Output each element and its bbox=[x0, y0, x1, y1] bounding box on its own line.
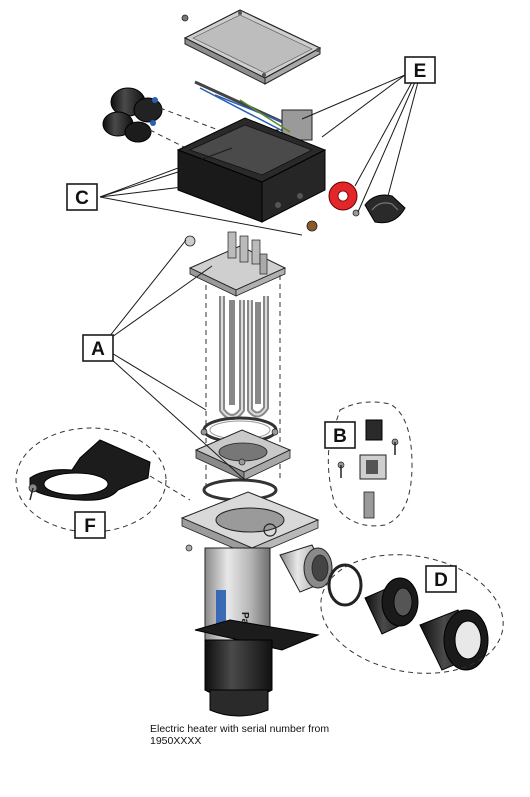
svg-text:F: F bbox=[84, 516, 96, 537]
callout-d: D bbox=[425, 565, 457, 593]
svg-text:A: A bbox=[91, 339, 105, 360]
svg-text:D: D bbox=[434, 570, 448, 591]
thermostat-knob bbox=[364, 194, 406, 224]
caption-line-1: Electric heater with serial number from bbox=[150, 723, 330, 735]
mounting-clamp bbox=[28, 439, 191, 501]
union-fittings bbox=[327, 563, 489, 671]
callout-e: E bbox=[404, 56, 436, 84]
heater-housing: Pahlen bbox=[180, 491, 333, 717]
svg-text:E: E bbox=[414, 61, 427, 82]
callout-b: B bbox=[324, 421, 356, 449]
group-d-outline bbox=[320, 554, 504, 674]
gasket-and-flange bbox=[194, 416, 292, 502]
junction-box-lid bbox=[181, 9, 322, 85]
group-b-outline bbox=[327, 401, 413, 527]
cable-glands bbox=[102, 87, 246, 161]
leader-lines bbox=[99, 74, 419, 481]
caption-line-2: 1950XXXX bbox=[150, 735, 202, 747]
callout-f: F bbox=[74, 511, 106, 539]
diagram-caption: Electric heater with serial number from … bbox=[150, 723, 329, 747]
callout-c: C bbox=[66, 183, 98, 211]
red-ring-part bbox=[328, 181, 358, 211]
svg-text:B: B bbox=[333, 426, 347, 447]
junction-box bbox=[176, 117, 327, 223]
svg-text:C: C bbox=[75, 188, 89, 209]
callout-a: A bbox=[82, 334, 114, 362]
sensor-parts bbox=[337, 419, 399, 519]
screw-icon bbox=[181, 14, 189, 22]
